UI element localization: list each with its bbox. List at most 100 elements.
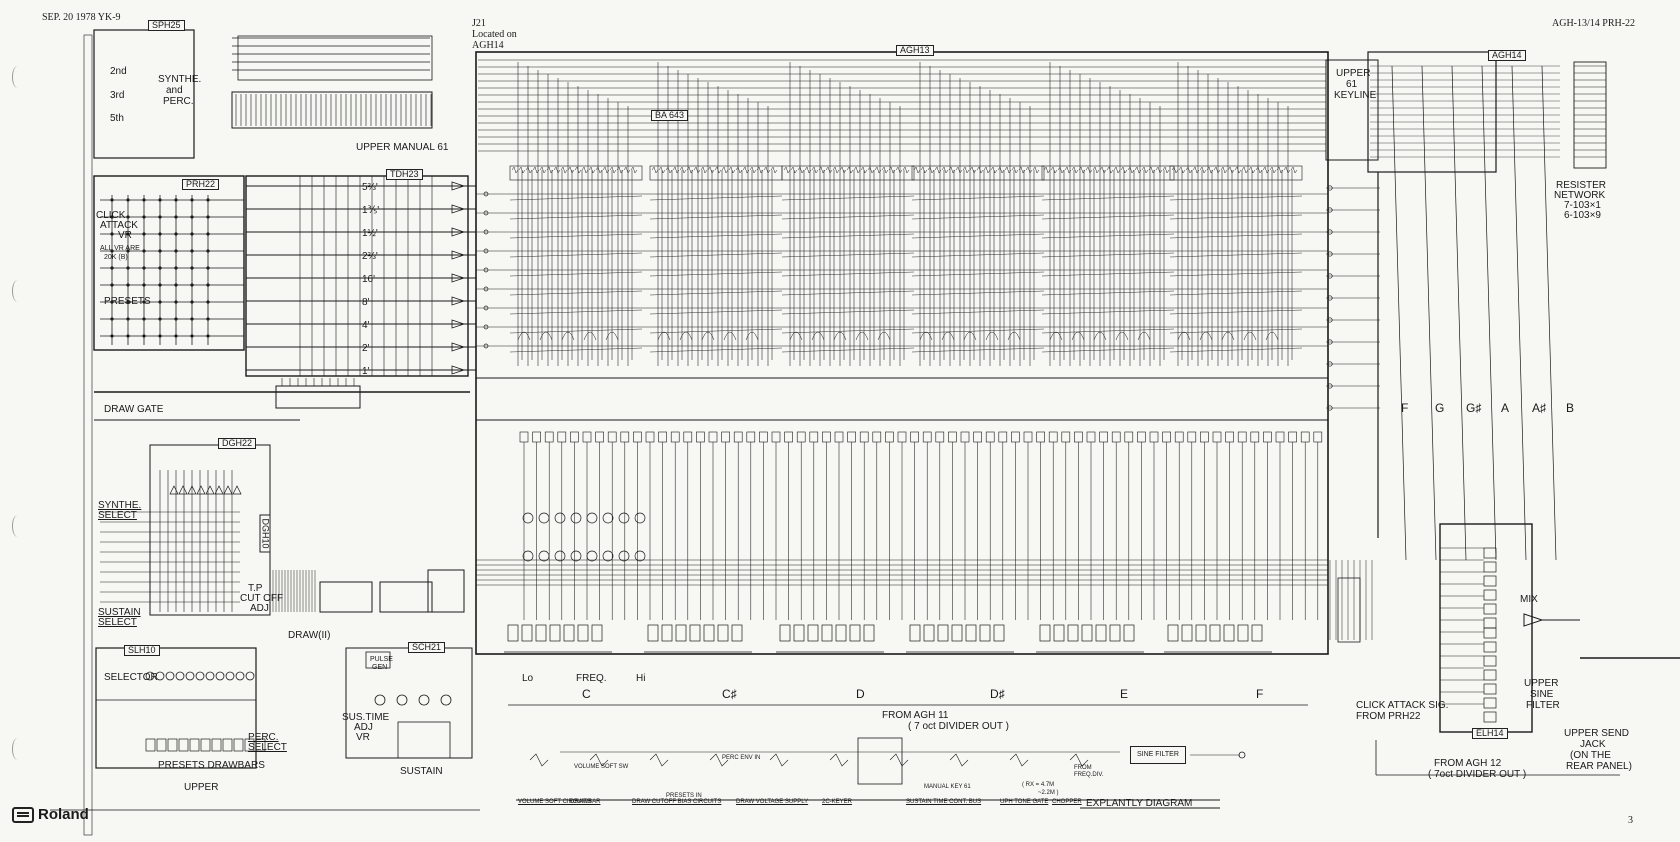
key-gate-box (1086, 431, 1096, 443)
punch-hole (12, 280, 23, 302)
preset-node (126, 232, 130, 236)
roland-logo-text: Roland (38, 806, 89, 823)
buffer-triangle (451, 250, 466, 260)
preset-node (126, 249, 130, 253)
key-resistor-strip (911, 165, 1045, 181)
sustain-label: SUSTAIN (400, 766, 443, 777)
buffer-triangle (451, 365, 466, 375)
transistor-symbol (538, 512, 550, 524)
preset-node (158, 317, 162, 321)
octave-pin-box (1181, 624, 1193, 642)
footage-crossover (781, 347, 915, 353)
footage-crossover (1041, 195, 1175, 201)
resistor-zigzag (658, 166, 666, 174)
resistor-zigzag (818, 166, 826, 174)
presets-label: PRESETS (104, 296, 151, 307)
ic-block (427, 569, 465, 613)
filter-box-top (1483, 561, 1497, 573)
resistor-zigzag (934, 166, 942, 174)
perc-select-label-2: SELECT (248, 742, 287, 753)
filter-note-label: A (1501, 401, 1510, 415)
hi-label: Hi (636, 673, 646, 684)
preset-node (206, 232, 210, 236)
connector-node (1327, 185, 1333, 191)
resistor-zigzag (1248, 166, 1256, 174)
octave-pin-box (1109, 624, 1121, 642)
key-gate-box (570, 431, 579, 443)
octave-pin-box (1053, 624, 1065, 642)
rx-label-2: ~2.2M ) (1038, 790, 1059, 796)
explantly-wire (769, 753, 789, 767)
j21-label: J21 (472, 18, 486, 29)
key-gate-box (708, 431, 718, 443)
bracket (941, 331, 955, 341)
filter-box-top (1483, 547, 1497, 559)
preset-node (206, 317, 210, 321)
footage-crossover (649, 252, 783, 258)
resistor-zigzag (735, 166, 743, 174)
send-jack-label-2: JACK (1580, 739, 1606, 750)
tp-label: T.P (248, 583, 263, 594)
resistor-zigzag (532, 166, 540, 174)
mix-amp-triangle (1523, 613, 1544, 627)
filter-box-top (1483, 589, 1497, 601)
connector-node (1327, 207, 1333, 213)
bracket (1007, 331, 1021, 341)
octave-pin-box (689, 624, 701, 642)
roland-logo-icon (12, 806, 34, 823)
footage-crossover (1041, 347, 1175, 353)
footage-label: 2⅔' (362, 251, 378, 262)
resistor-zigzag (672, 166, 680, 174)
selector-contact (155, 671, 165, 681)
resistor-zigzag (1241, 166, 1249, 174)
resistor-zigzag (756, 166, 764, 174)
octave-pin-box (1251, 624, 1263, 642)
bracket (723, 331, 737, 341)
preset-node (142, 249, 146, 253)
perc-label: PERC. (163, 96, 194, 107)
octave-pin-box (507, 624, 519, 642)
resistor-zigzag (1269, 166, 1277, 174)
note-group-label: C (582, 687, 591, 701)
preset-node (126, 334, 130, 338)
transistor-symbol (586, 512, 598, 524)
perc-env-in-label: PERC ENV IN (722, 755, 761, 761)
agh14-note-line (1541, 65, 1557, 561)
key-gate-box (1023, 431, 1033, 443)
key-gate-box (759, 431, 768, 443)
drawbar-slot (156, 738, 167, 752)
bus-node (483, 210, 489, 216)
synthe-select-label-1: SYNTHE. (98, 500, 142, 511)
explantly-block-label: UPH TONE GATE (1000, 799, 1049, 805)
key-gate-box (544, 431, 554, 443)
board-label-sch21: SCH21 (408, 642, 446, 653)
preset-node (142, 232, 146, 236)
resistor-zigzag (574, 166, 582, 174)
key-gate-box (1275, 431, 1285, 443)
connector-node (1327, 405, 1333, 411)
footage-crossover (911, 328, 1045, 334)
footage-label: 8' (362, 297, 370, 308)
presets-drawbars-label: PRESETS DRAWBARS (158, 760, 265, 771)
resistor-zigzag (881, 166, 889, 174)
footage-crossover (1169, 271, 1303, 277)
key-gate-box (1011, 431, 1020, 443)
resistor-zigzag (1057, 166, 1065, 174)
key-gate-box (519, 431, 529, 443)
connector-node (1327, 229, 1333, 235)
resistor-zigzag (1106, 166, 1114, 174)
select-triangle (178, 485, 188, 495)
footage-crossover (509, 252, 643, 258)
key-gate-box (822, 431, 831, 443)
sustain-select-label-1: SUSTAIN (98, 607, 141, 618)
drawbar-slot (222, 738, 233, 752)
resistor-zigzag (742, 166, 750, 174)
octave-pin-box (1237, 624, 1249, 642)
preset-node (158, 232, 162, 236)
preset-node (110, 266, 114, 270)
key-resistor-strip (781, 165, 915, 181)
explantly-block-label: CHOPPER (1052, 799, 1082, 805)
octave-pin-box (1039, 624, 1051, 642)
preset-node (190, 198, 194, 202)
transistor-symbol (618, 512, 630, 524)
